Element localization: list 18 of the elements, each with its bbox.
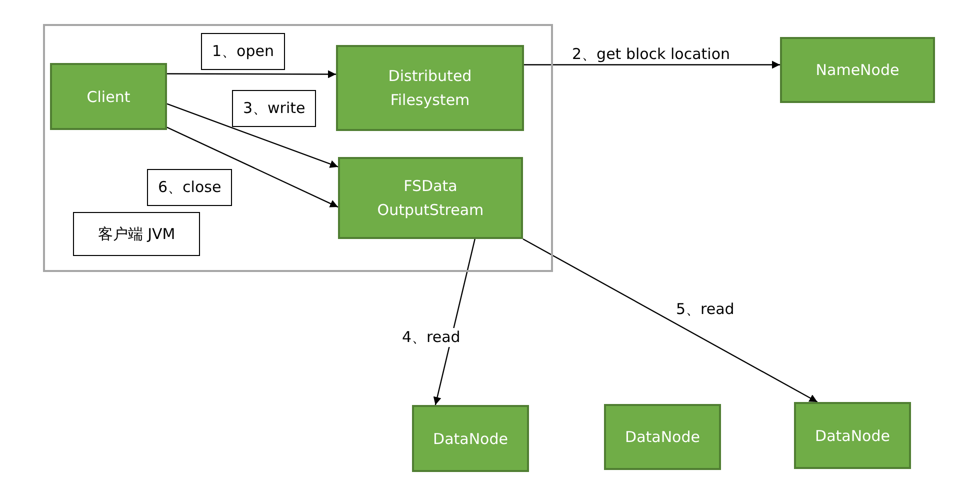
label-box: 3、write <box>232 90 316 127</box>
label-box: 1、open <box>201 33 285 70</box>
label-box: 客户端 JVM <box>73 212 200 256</box>
label-box: 6、close <box>147 169 232 206</box>
process-box: NameNode <box>780 37 935 103</box>
arrow <box>166 126 338 208</box>
arrow <box>522 238 818 403</box>
arrow <box>524 60 780 69</box>
process-box: Client <box>50 63 167 130</box>
process-box: Distributed Filesystem <box>336 45 524 131</box>
process-box: DataNode <box>412 405 529 472</box>
process-box: DataNode <box>604 404 721 470</box>
process-box: FSData OutputStream <box>338 157 523 239</box>
arrow <box>167 70 336 78</box>
container-box <box>43 24 553 272</box>
process-box: DataNode <box>794 402 911 469</box>
arrow <box>433 238 476 406</box>
arrow <box>166 103 338 168</box>
